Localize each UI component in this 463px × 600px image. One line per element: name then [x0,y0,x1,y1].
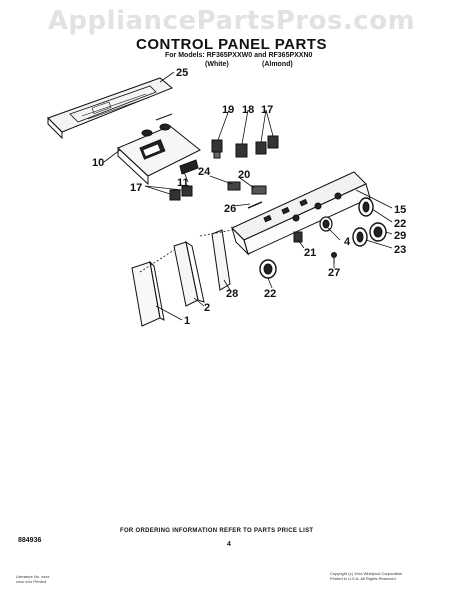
variant-almond: (Almond) [262,61,293,68]
footer-right-line-2: Printed in U.S.A. All Rights Reserved [330,576,396,581]
footer-left-line-1: Literature No. xxxx [16,574,50,579]
publication-number: 884936 [18,537,42,544]
part-25-panel-glass [47,77,173,140]
part-22-knob-top [358,197,374,217]
callout-1: 1 [184,315,190,327]
part-28-end-cap [211,229,231,291]
callout-20: 20 [238,169,250,181]
part-19-switch [211,139,223,159]
part-27-screw [331,252,337,264]
callout-18: 18 [242,104,254,116]
variant-white: (White) [205,61,229,68]
page-number: 4 [227,541,231,548]
part-29-knob [352,227,368,247]
callout-28: 28 [226,288,238,300]
callout-22-right: 22 [394,218,406,230]
watermark: AppliancePartsPros.com [47,6,416,36]
ordering-note: FOR ORDERING INFORMATION REFER TO PARTS … [120,528,314,534]
part-2-end-cap [173,240,205,307]
footer-right: Copyright (c) 19xx Whirlpool Corporation… [330,571,402,581]
part-17-switches-top [255,135,279,155]
page-title: CONTROL PANEL PARTS [136,36,327,53]
callout-26: 26 [224,203,236,215]
main-control-panel [230,171,371,256]
part-4-knob [319,216,333,232]
callout-21: 21 [304,247,316,259]
callout-15: 15 [394,204,406,216]
callout-17-top: 17 [261,104,273,116]
part-22-knob-bottom [259,259,277,279]
part-20-infinite-switch [227,181,267,195]
part-18-switch [235,143,248,158]
callout-4: 4 [344,236,351,248]
callout-2: 2 [204,302,210,314]
leader-lines [103,71,393,321]
part-10-clock-assembly [117,113,201,186]
callout-27: 27 [328,267,340,279]
footer-left-line-2: xxxx x/xx Printed [16,579,47,584]
callout-24: 24 [198,166,211,178]
part-17-switches-left [169,185,193,201]
part-26-screw [247,201,263,209]
callout-23: 23 [394,244,406,256]
callout-11: 11 [177,177,189,189]
models-subtitle: For Models: RF365PXXW0 and RF365PXXN0 [165,52,313,59]
part-11-bracket [179,159,199,175]
footer-right-line-1: Copyright (c) 19xx Whirlpool Corporation [330,571,403,576]
part-23-knob [369,222,387,242]
callout-25: 25 [176,67,188,79]
callout-10: 10 [92,157,104,169]
callout-17-left: 17 [130,182,142,194]
footer-left: Literature No. xxxx xxxx x/xx Printed [16,574,49,584]
callout-19: 19 [222,104,234,116]
part-1-side-trim [131,260,165,327]
callout-22-bottom: 22 [264,288,276,300]
callout-29: 29 [394,230,406,242]
